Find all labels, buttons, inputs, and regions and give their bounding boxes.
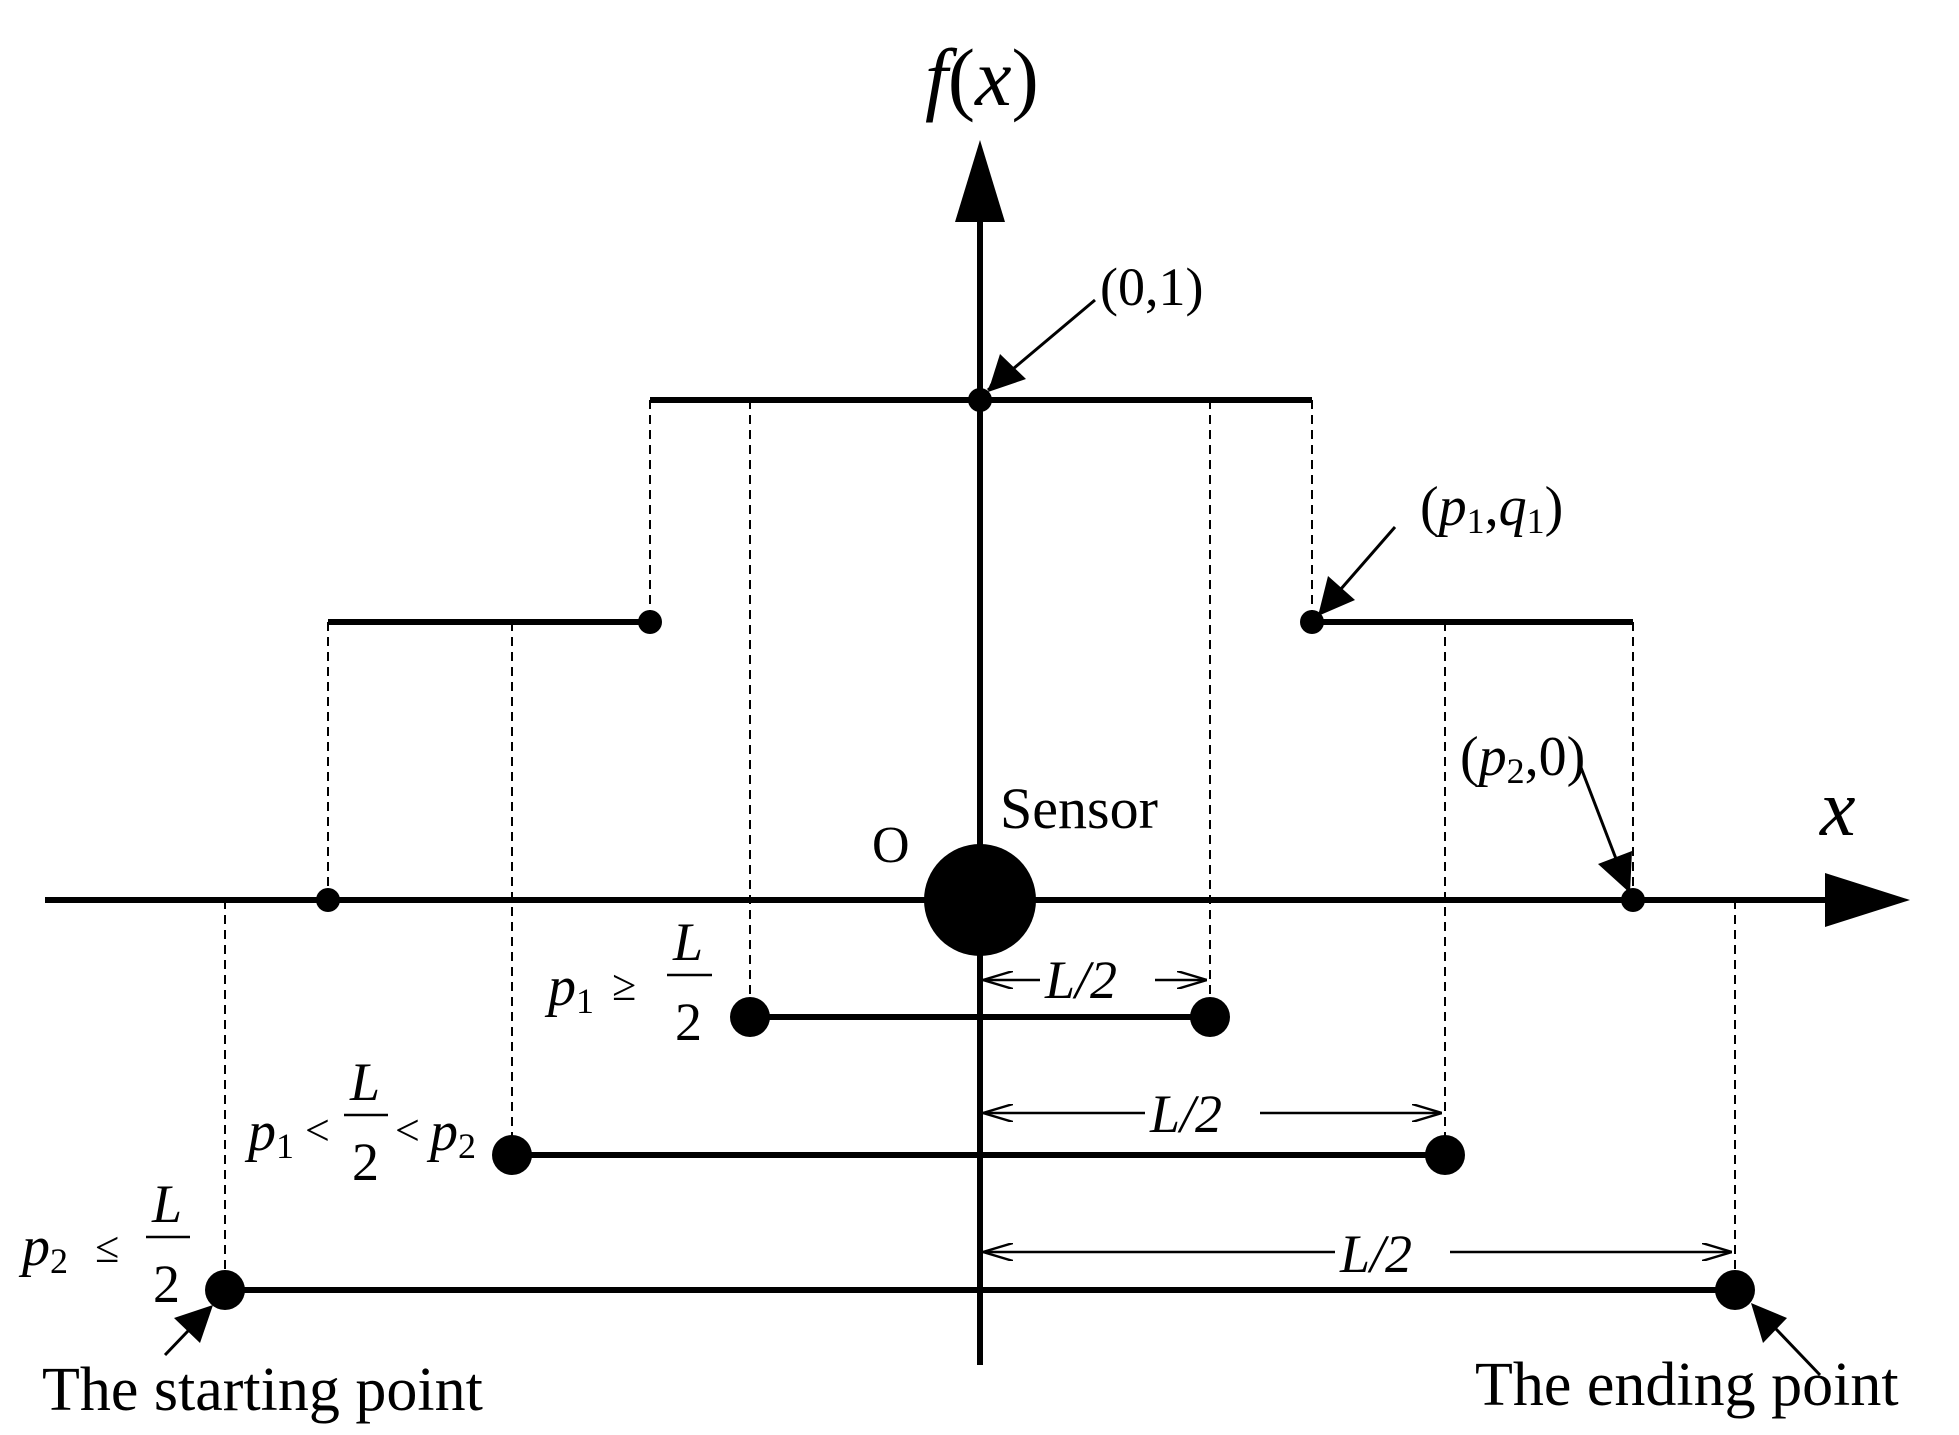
y-axis-arrowhead bbox=[955, 140, 1005, 222]
x-axis-label: x bbox=[1819, 765, 1856, 853]
pq-sub1: 1 bbox=[1467, 501, 1485, 541]
cond1-sub: 1 bbox=[576, 981, 594, 1021]
svg-text:p1: p1 bbox=[244, 1101, 294, 1166]
cond1-p: p bbox=[544, 956, 576, 1018]
svg-text:p2: p2 bbox=[18, 1216, 68, 1281]
pointer-head-0-1 bbox=[988, 354, 1026, 392]
half-length-label-2: L/2 bbox=[1149, 1084, 1222, 1144]
cond1-num: L bbox=[672, 912, 703, 972]
y-axis-close: ) bbox=[1012, 32, 1039, 123]
pointer-head-end bbox=[1751, 1303, 1787, 1343]
svg-text:p2: p2 bbox=[426, 1101, 476, 1166]
p20-open: ( bbox=[1460, 726, 1479, 788]
label-bg bbox=[1040, 952, 1155, 1002]
label-bg bbox=[1335, 1226, 1450, 1276]
segment-case1-end bbox=[1190, 997, 1230, 1037]
ending-point-label: The ending point bbox=[1475, 1351, 1899, 1419]
point-label-p1-q1: (p1,q1) bbox=[1420, 476, 1563, 541]
cond2-den: 2 bbox=[352, 1132, 379, 1192]
cond2-p1: p bbox=[244, 1101, 276, 1163]
point-left-axis bbox=[316, 888, 340, 912]
pq-open: ( bbox=[1420, 476, 1439, 538]
pointer-head-p2 bbox=[1598, 851, 1632, 893]
cond2-sub2: 2 bbox=[458, 1126, 476, 1166]
segment-case3-end bbox=[1715, 1270, 1755, 1310]
point-0-1 bbox=[968, 388, 992, 412]
cond2-op1: < bbox=[305, 1106, 330, 1155]
point-p2-0 bbox=[1621, 888, 1645, 912]
condition-1: p1 ≥ L 2 bbox=[544, 912, 712, 1052]
label-bg bbox=[1145, 1085, 1260, 1135]
segment-case2-start bbox=[492, 1135, 532, 1175]
pq-q: q bbox=[1499, 476, 1527, 538]
cond1-op: ≥ bbox=[612, 961, 636, 1010]
half-length-label-1: L/2 bbox=[1044, 950, 1117, 1010]
pointer-head-start bbox=[174, 1305, 213, 1343]
point-label-p2-0: (p2,0) bbox=[1460, 726, 1585, 791]
cond3-op: ≤ bbox=[95, 1223, 119, 1272]
y-axis-x: x bbox=[974, 32, 1011, 123]
cond2-sub1: 1 bbox=[276, 1126, 294, 1166]
condition-2: p1 < L 2 < p2 bbox=[244, 1052, 476, 1192]
cond3-den: 2 bbox=[153, 1254, 180, 1314]
p20-p: p bbox=[1475, 726, 1507, 788]
pq-sub2: 1 bbox=[1527, 501, 1545, 541]
sensor-dot bbox=[924, 844, 1036, 956]
cond3-sub: 2 bbox=[50, 1241, 68, 1281]
cond3-num: L bbox=[151, 1174, 182, 1234]
p20-rest: ,0) bbox=[1525, 726, 1586, 788]
svg-text:p1: p1 bbox=[544, 956, 594, 1021]
point-label-0-1: (0,1) bbox=[1100, 257, 1203, 317]
cond2-num: L bbox=[349, 1052, 380, 1112]
y-axis-label: f(x) bbox=[925, 32, 1039, 123]
pq-comma: , bbox=[1485, 476, 1499, 538]
point-left-step bbox=[638, 610, 662, 634]
condition-3: p2 ≤ L 2 bbox=[18, 1174, 190, 1314]
p20-sub: 2 bbox=[1507, 751, 1525, 791]
origin-label: O bbox=[872, 817, 910, 874]
cond3-p: p bbox=[18, 1216, 50, 1278]
cond1-den: 2 bbox=[675, 992, 702, 1052]
segment-case2-end bbox=[1425, 1135, 1465, 1175]
segment-case1-start bbox=[730, 997, 770, 1037]
sensor-label: Sensor bbox=[1000, 776, 1158, 841]
segment-case3-start bbox=[205, 1270, 245, 1310]
y-axis-open: ( bbox=[948, 32, 975, 123]
cond2-p2: p bbox=[426, 1101, 458, 1163]
pointer-head-p1q1 bbox=[1318, 576, 1355, 616]
half-length-label-3: L/2 bbox=[1339, 1224, 1412, 1284]
starting-point-label: The starting point bbox=[42, 1356, 483, 1424]
pq-p: p bbox=[1435, 476, 1467, 538]
pq-close: ) bbox=[1545, 476, 1564, 538]
x-axis-arrowhead bbox=[1825, 873, 1910, 927]
cond2-op2: < bbox=[395, 1106, 420, 1155]
